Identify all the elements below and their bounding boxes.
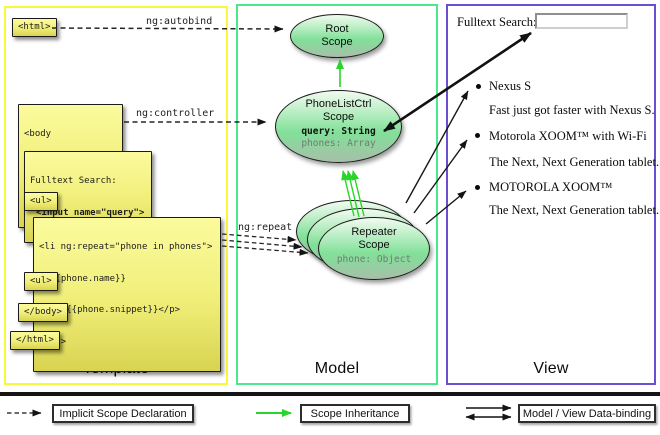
legend-scope-inheritance: Scope Inheritance [300,404,410,423]
code-html-open: <html> [12,18,57,37]
code-line: <p>{{phone.snippet}}</p> [50,305,181,315]
legend-implicit-scope: Implicit Scope Declaration [52,404,194,423]
model-panel: Model [236,4,438,385]
scope-prop-phone: phone: Object [336,254,412,265]
list-bullet [476,84,481,89]
list-bullet [475,185,480,190]
code-line: </li> [39,337,215,348]
model-panel-title: Model [314,360,360,377]
phone-name: MOTOROLA XOOM™ [489,180,613,194]
code-line: {{phone.name}} [50,273,126,284]
phone-name: Nexus S [489,79,532,93]
fulltext-search-input[interactable] [535,13,628,29]
code-line: <ul> [30,276,52,286]
scope-name: Root [325,23,349,35]
code-html-close: </html> [10,331,60,350]
code-ul-close: <ul> [24,272,58,291]
code-ul-open: <ul> [24,192,58,211]
code-line: <html> [18,22,51,32]
ng-controller-label: ng:controller [136,108,215,119]
code-line: <ul> [30,196,52,206]
code-body-close: </body> [18,303,68,322]
scope-name: Scope [321,35,353,48]
ng-repeat-label: ng:repeat [238,222,293,233]
legend-divider [0,392,660,396]
phone-snippet: Fast just got faster with Nexus S. [489,103,655,117]
scope-name: Scope [322,110,355,123]
list-bullet [475,133,480,138]
fulltext-search-label: Fulltext Search: [457,15,537,29]
scope-prop-query: query: String [301,126,376,137]
phone-snippet: The Next, Next Generation tablet. [489,155,660,169]
scope-name: PhoneListCtrl [305,98,372,110]
code-line: Fulltext Search: [30,176,117,186]
root-scope-ellipse: Root Scope [290,14,384,58]
scope-name: Repeater [351,226,397,238]
code-li-repeat: <li ng:repeat="phone in phones"> {{phone… [33,217,221,372]
scope-prop-phones: phones: Array [301,138,376,149]
ng-autobind-label: ng:autobind [146,16,213,27]
legend-data-binding: Model / View Data-binding [518,404,656,423]
code-line: <li ng:repeat="phone in phones"> [39,242,213,252]
view-panel-title: View [533,360,569,377]
scope-name: Scope [358,238,390,251]
phone-name: Motorola XOOM™ with Wi-Fi [489,129,647,143]
code-line: <body [24,129,52,139]
phone-snippet: The Next, Next Generation tablet. [489,203,660,217]
code-line: <input name="query"> [36,207,145,218]
code-line: </body> [24,307,62,317]
repeater-scope-ellipse: Repeater Scope phone: Object [318,217,430,280]
code-line: </html> [16,335,54,345]
phonelistctrl-scope-ellipse: PhoneListCtrl Scope query: String phones… [275,90,402,163]
